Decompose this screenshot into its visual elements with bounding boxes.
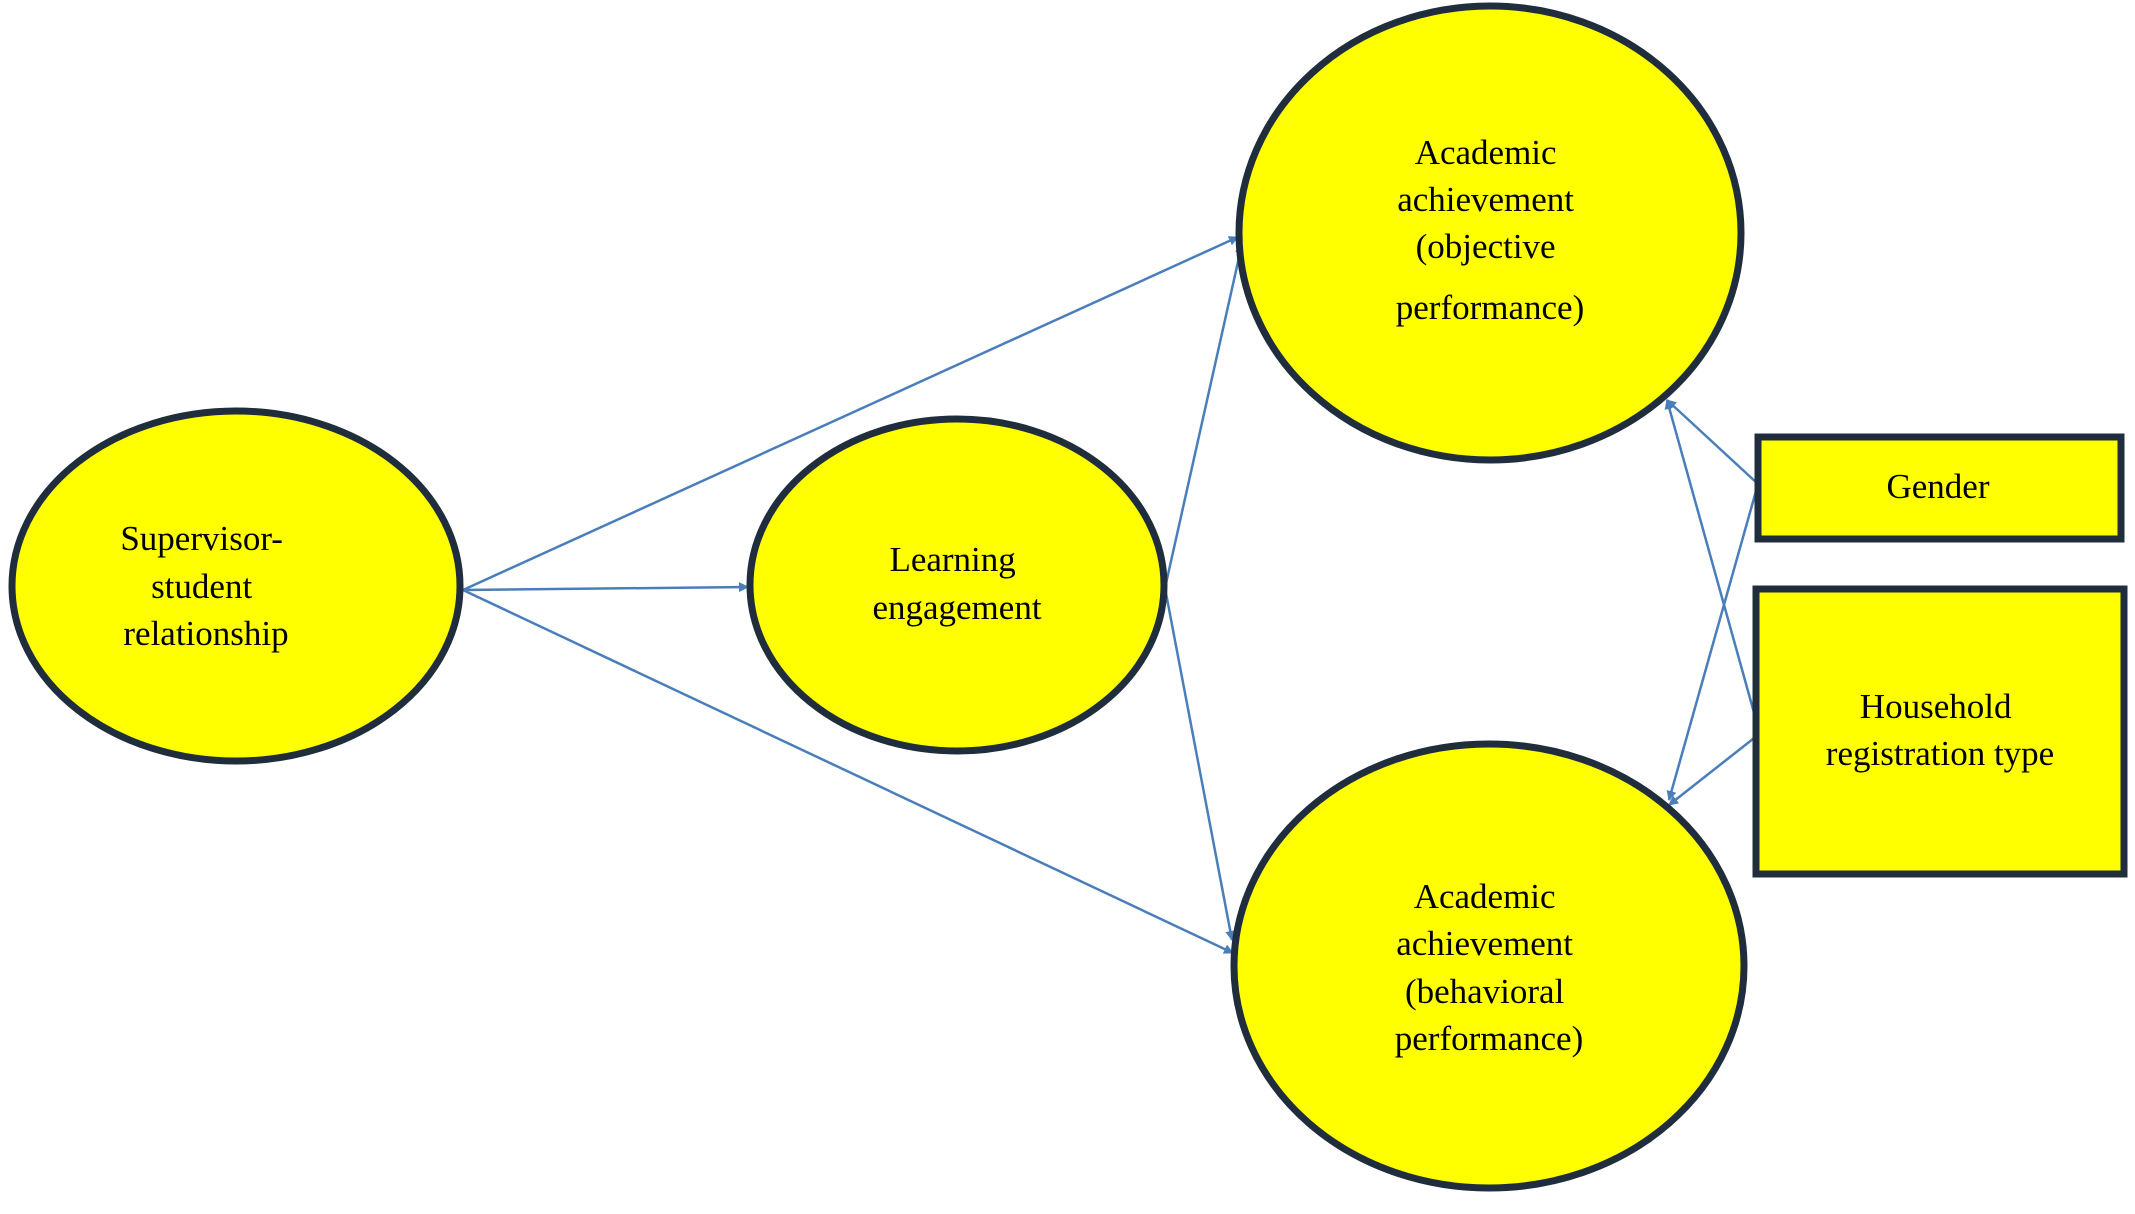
node-label: Supervisor- student relationship <box>120 519 291 653</box>
arrow-supervisor-to-objective-performance <box>462 235 1239 592</box>
label-line: performance) <box>1395 1019 1583 1058</box>
node-label: Household registration type <box>1826 687 2054 773</box>
arrow-learning-engagement-to-behavioral-performance <box>1163 587 1236 941</box>
node-shape <box>1752 585 2128 878</box>
node-label: Academic achievement (behavioral perform… <box>1395 877 1583 1058</box>
label-line: Supervisor- <box>120 519 283 558</box>
node-label: Gender <box>1886 467 1989 506</box>
arrow-gender-to-behavioral-performance <box>1666 483 1760 801</box>
node-academic-achievement-objective: Academic achievement (objective performa… <box>1235 2 1745 464</box>
label-line: Gender <box>1886 467 1989 506</box>
node-gender: Gender <box>1754 433 2125 543</box>
node-shape <box>8 407 464 765</box>
node-shape <box>1754 433 2125 543</box>
label-line: performance) <box>1396 288 1584 327</box>
label-line: Learning <box>889 540 1015 579</box>
node-shape <box>1235 2 1745 464</box>
label-line: Academic <box>1415 133 1557 172</box>
label-line: relationship <box>123 614 288 653</box>
node-label: Academic achievement (objective performa… <box>1396 133 1584 327</box>
arrow-supervisor-to-learning-engagement <box>462 582 749 593</box>
arrow-household-to-behavioral-performance <box>1668 734 1759 806</box>
label-line: (objective <box>1416 227 1556 266</box>
node-label: Learning engagement <box>872 540 1041 627</box>
node-learning-engagement: Learning engagement <box>746 415 1168 755</box>
label-line: student <box>151 567 252 606</box>
node-academic-achievement-behavioral: Academic achievement (behavioral perform… <box>1230 740 1748 1192</box>
node-layer: Supervisor- student relationship Learnin… <box>8 2 2128 1192</box>
label-line: (behavioral <box>1405 972 1565 1011</box>
label-line: Academic <box>1414 877 1556 916</box>
node-supervisor-student-relationship: Supervisor- student relationship <box>8 407 464 765</box>
label-line: registration type <box>1826 734 2054 773</box>
arrow-household-to-objective-performance <box>1664 399 1760 728</box>
node-household-registration-type: Household registration type <box>1752 585 2128 878</box>
arrow-gender-to-objective-performance <box>1666 399 1759 485</box>
arrow-supervisor-to-behavioral-performance <box>462 588 1234 955</box>
edge-layer <box>462 235 1760 955</box>
label-line: engagement <box>872 588 1041 627</box>
label-line: achievement <box>1397 180 1574 219</box>
node-shape <box>746 415 1168 755</box>
arrow-learning-engagement-to-objective-performance <box>1163 243 1245 589</box>
label-line: achievement <box>1396 924 1573 963</box>
node-shape <box>1230 740 1748 1192</box>
label-line: Household <box>1860 687 2012 726</box>
